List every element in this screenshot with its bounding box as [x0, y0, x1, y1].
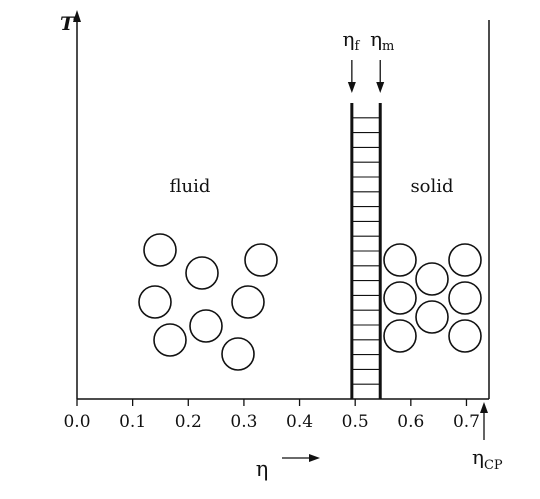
fluid-particle	[143, 233, 177, 267]
solid-particle	[448, 281, 482, 315]
x-tick-label: 0.1	[119, 412, 146, 432]
solid-particle	[415, 262, 449, 296]
x-tick-label: 0.0	[63, 412, 90, 432]
eta-m-label: ηm	[370, 27, 394, 54]
fluid-particle	[231, 285, 265, 319]
eta-cp-arrow-icon	[480, 402, 488, 440]
x-tick-label: 0.6	[397, 412, 424, 432]
x-tick-label: 0.2	[175, 412, 202, 432]
eta-cp-label: ηCP	[472, 445, 503, 473]
fluid-particle	[189, 309, 223, 343]
band-rungs	[351, 117, 381, 385]
solid-particle	[383, 319, 417, 353]
x-direction-arrow-icon	[282, 454, 320, 462]
solid-particle	[448, 319, 482, 353]
solid-particle	[383, 243, 417, 277]
x-ticks: 0.0 0.1 0.2 0.3 0.4 0.5 0.6 0.7	[63, 399, 480, 432]
x-tick-label: 0.4	[286, 412, 313, 432]
x-tick-label: 0.7	[453, 412, 480, 432]
solid-label: solid	[410, 176, 453, 197]
solid-particle	[383, 281, 417, 315]
eta-f-arrow-icon	[347, 60, 356, 93]
solid-particle	[415, 300, 449, 334]
fluid-particle	[185, 256, 219, 290]
fluid-particle	[221, 337, 255, 371]
x-tick-label: 0.5	[342, 412, 369, 432]
y-axis-arrow-icon	[73, 10, 81, 22]
x-tick-label: 0.3	[230, 412, 257, 432]
fluid-particle	[138, 285, 172, 319]
x-axis-label: η	[256, 457, 269, 481]
y-axis-label: T	[60, 13, 76, 35]
coexistence-band	[350, 103, 382, 399]
fluid-particle	[244, 243, 278, 277]
solid-particle	[448, 243, 482, 277]
eta-m-arrow-icon	[376, 60, 385, 93]
fluid-label: fluid	[170, 176, 211, 197]
eta-f-label: ηf	[342, 27, 360, 54]
fluid-particle	[153, 323, 187, 357]
fluid-particles	[138, 233, 278, 371]
solid-particles	[383, 243, 482, 353]
